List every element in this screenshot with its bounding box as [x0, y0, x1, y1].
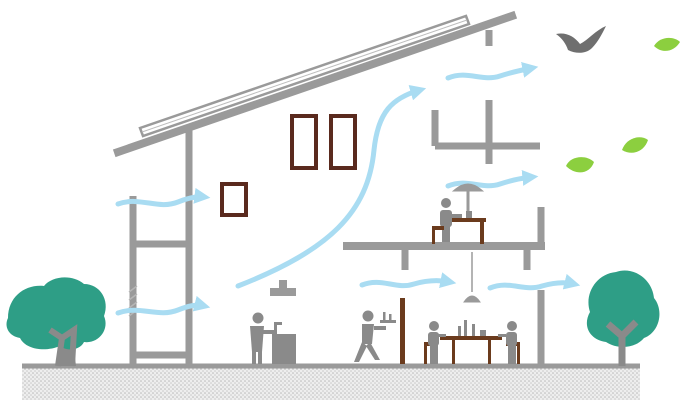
tableware: [458, 320, 486, 336]
person-icon: [428, 321, 446, 364]
leaf-icon: [622, 137, 648, 153]
roof: [112, 10, 518, 158]
person-icon: [440, 198, 462, 242]
person-icon: [498, 321, 517, 364]
airflow-arrow-roof-exit: [445, 62, 539, 81]
person-icon: [250, 312, 274, 364]
airflow-arrow-lower-left: [115, 295, 211, 316]
ground-strip: [22, 366, 640, 400]
airflow-arrow-upper-right: [445, 169, 539, 189]
tree-icon: [6, 277, 106, 367]
airflow-arrows: [115, 62, 581, 316]
leaf-icon: [654, 37, 680, 51]
tree-icon: [586, 270, 660, 366]
house-structure: [129, 30, 545, 364]
airflow-arrow-upper-left: [115, 187, 211, 208]
windows: [220, 114, 357, 217]
kitchen-counter: [272, 322, 296, 364]
room-divider: [400, 298, 405, 364]
leaf-icon: [566, 157, 594, 173]
leaves: [566, 37, 680, 173]
airflow-arrow-lower-right: [487, 273, 581, 291]
airflow-arrow-middle: [359, 272, 457, 289]
solar-panel-icon: [138, 14, 471, 138]
airflow-arrow-stack: [235, 84, 427, 289]
lamp-icon: [463, 252, 481, 303]
window-tall-left: [290, 114, 318, 170]
bird-icon: [556, 26, 606, 53]
range-hood: [270, 288, 296, 296]
desk: [432, 218, 486, 244]
window-small: [220, 182, 248, 217]
person-icon: [354, 310, 396, 362]
desk-lamp: [466, 211, 472, 218]
window-tall-right: [329, 114, 357, 170]
